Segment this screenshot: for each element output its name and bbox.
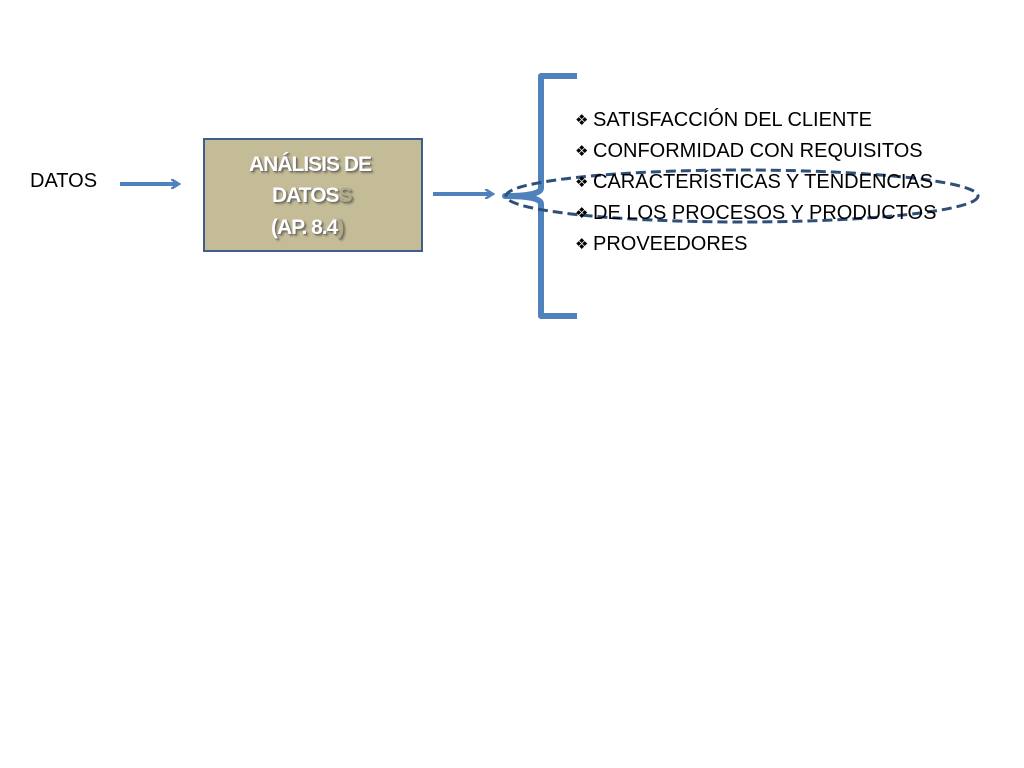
diamond-bullet-icon: ❖ (575, 205, 589, 222)
outcome-list: ❖SATISFACCIÓN DEL CLIENTE ❖CONFORMIDAD C… (575, 105, 936, 260)
outcome-item: ❖DE LOS PROCESOS Y PRODUCTOS (575, 198, 936, 229)
process-box-line-3-ghost: ) (337, 216, 344, 239)
input-label-datos: DATOS (30, 170, 98, 192)
outcome-item: ❖CONFORMIDAD CON REQUISITOS (575, 136, 936, 167)
outcome-item: ❖CARACTERÍSTICAS Y TENDENCIAS (575, 167, 936, 198)
process-box-analisis: ANÁLISIS DE DATOSS (AP. 8.4) (203, 138, 423, 252)
left-brace-icon (502, 73, 577, 319)
highlight-ellipse (504, 168, 980, 224)
process-box-line-1: ANÁLISIS DE (249, 153, 372, 176)
outcome-text: CARACTERÍSTICAS Y TENDENCIAS (593, 171, 934, 193)
outcome-item: ❖SATISFACCIÓN DEL CLIENTE (575, 105, 936, 136)
process-box-line-2-main: DATOS (272, 184, 340, 207)
process-box-line-2-ghost: S (338, 184, 353, 207)
process-box-line-3-main: (AP. 8.4 (271, 216, 338, 239)
diamond-bullet-icon: ❖ (575, 174, 589, 191)
process-box-line-2: DATOSS (272, 184, 353, 208)
outcome-text: PROVEEDORES (593, 233, 748, 255)
diamond-bullet-icon: ❖ (575, 236, 589, 253)
outcome-text: CONFORMIDAD CON REQUISITOS (593, 140, 923, 162)
outcome-item: ❖PROVEEDORES (575, 229, 936, 260)
process-box-line-3: (AP. 8.4) (271, 216, 344, 240)
outcome-text: SATISFACCIÓN DEL CLIENTE (593, 109, 872, 131)
diamond-bullet-icon: ❖ (575, 112, 589, 129)
diamond-bullet-icon: ❖ (575, 143, 589, 160)
outcome-text: DE LOS PROCESOS Y PRODUCTOS (593, 202, 937, 224)
